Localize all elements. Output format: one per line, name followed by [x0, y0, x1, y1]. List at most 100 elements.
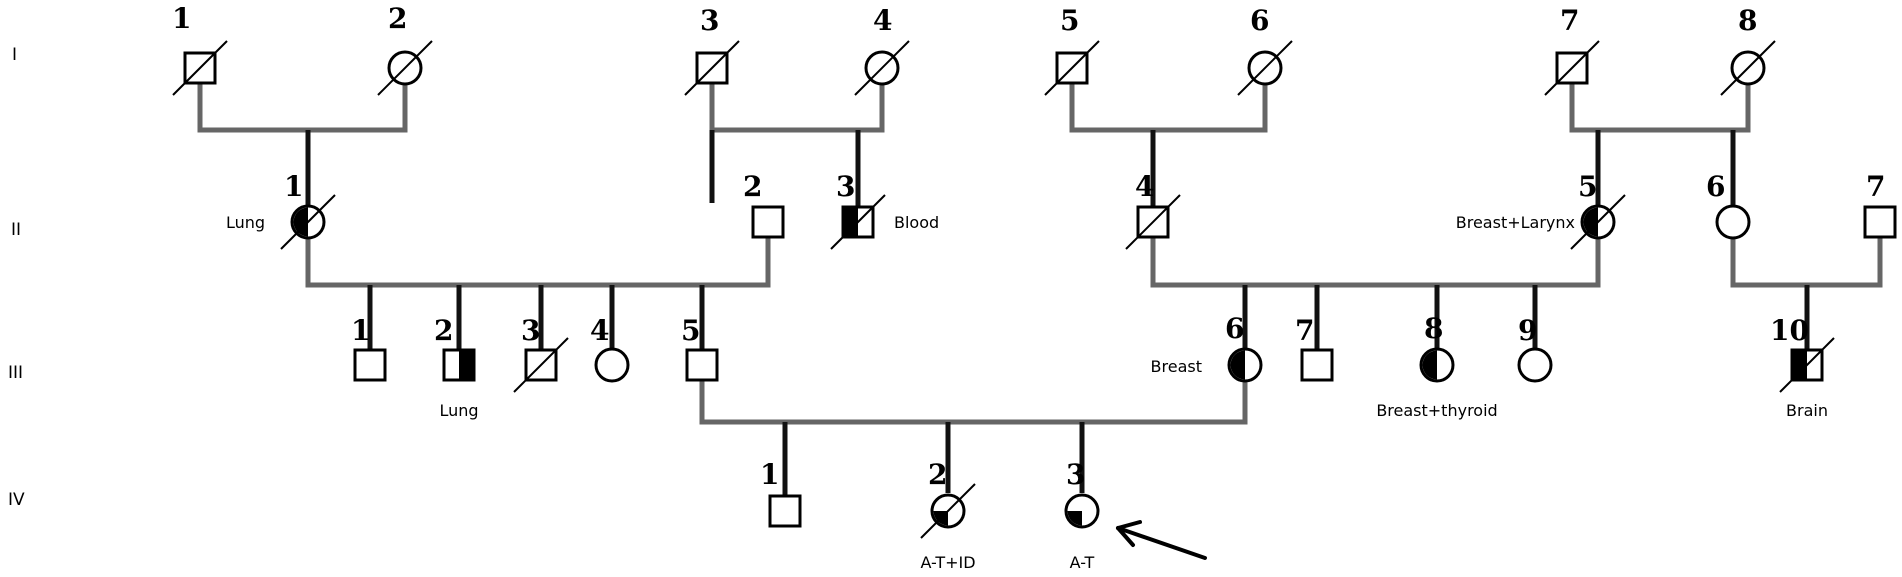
generation-labels: I II III IV: [8, 45, 25, 510]
individual-number: 9: [1518, 314, 1537, 347]
individual-number: 4: [1135, 170, 1154, 203]
descent-lines-i-3-4: [709, 130, 861, 208]
phenotype-label: Blood: [894, 213, 939, 232]
individual-number: 6: [1706, 170, 1725, 203]
individual-i-4: 4: [854, 4, 910, 96]
individual-number: 2: [928, 458, 947, 491]
individual-iii-7: 7: [1295, 314, 1334, 382]
deceased-slash: [830, 194, 886, 250]
individual-number: 8: [1738, 4, 1757, 37]
female-symbol: [1517, 347, 1553, 383]
phenotype-label: Lung: [226, 213, 265, 232]
descent-lines-ii-1-2: [367, 285, 705, 352]
female-symbol: [1715, 204, 1751, 240]
deceased-slash: [280, 194, 336, 250]
individual-number: 8: [1424, 312, 1443, 345]
phenotype-label: Breast+Larynx: [1456, 213, 1575, 232]
descent-lines-ii-4-5: [1242, 285, 1538, 352]
individual-i-6: 6: [1237, 4, 1293, 96]
individual-number: 5: [681, 314, 700, 347]
individual-iv-2: 2A-T+ID: [920, 458, 976, 572]
male-symbol: [353, 348, 387, 382]
individual-number: 6: [1225, 312, 1244, 345]
deceased-slash: [684, 40, 740, 96]
individual-ii-4: 4: [1125, 170, 1181, 250]
affected-fill: [1583, 207, 1598, 237]
deceased-slash: [172, 40, 228, 96]
individual-number: 2: [388, 2, 407, 35]
individual-number: 2: [743, 170, 762, 203]
deceased-slash: [1544, 40, 1600, 96]
individual-i-3: 3: [684, 4, 740, 96]
individual-iii-3: 3: [513, 314, 569, 393]
individual-number: 10: [1770, 314, 1809, 347]
affected-fill: [1230, 350, 1245, 380]
generation-label-iv: IV: [8, 490, 25, 510]
generation-label-i: I: [12, 45, 17, 65]
deceased-slash: [1570, 194, 1626, 250]
generation-label-iii: III: [8, 363, 23, 383]
individual-number: 5: [1578, 170, 1597, 203]
individual-number: 1: [284, 170, 303, 203]
male-symbol: [1863, 205, 1897, 239]
proband-arrow: [1116, 520, 1207, 560]
individual-number: 1: [760, 458, 779, 491]
marriage-line-ii-6-7: [1730, 235, 1883, 288]
individual-number: 4: [590, 314, 609, 347]
deceased-slash: [1044, 40, 1100, 96]
individual-ii-6: 6: [1706, 170, 1751, 240]
phenotype-label: Brain: [1786, 401, 1828, 420]
individual-iii-9: 9: [1517, 314, 1553, 383]
descent-lines-i-7-8: [1595, 130, 1736, 208]
marriage-line-iii-5-6: [699, 377, 1248, 425]
deceased-slash: [1125, 194, 1181, 250]
deceased-slash: [1720, 40, 1776, 96]
deceased-slash: [854, 40, 910, 96]
individual-number: 3: [1066, 458, 1085, 491]
individual-number: 7: [1560, 4, 1579, 37]
individual-number: 3: [521, 314, 540, 347]
individual-i-7: 7: [1544, 4, 1600, 96]
individual-number: 1: [351, 314, 370, 347]
female-symbol: [594, 347, 630, 383]
male-symbol: [685, 348, 719, 382]
male-symbol: [1300, 348, 1334, 382]
deceased-slash: [513, 337, 569, 393]
carrier-fill: [1067, 511, 1082, 526]
generation-label-ii: II: [11, 220, 21, 240]
affected-fill: [844, 208, 858, 236]
affected-fill: [459, 351, 473, 379]
individual-iv-3: 3A-T: [1064, 458, 1100, 572]
individual-number: 4: [873, 4, 892, 37]
individual-number: 5: [1060, 4, 1079, 37]
individual-i-8: 8: [1720, 4, 1776, 96]
deceased-slash: [1237, 40, 1293, 96]
marriage-line-i-3-4: [709, 82, 885, 133]
affected-fill: [1422, 350, 1437, 380]
phenotype-label: Lung: [439, 401, 478, 420]
individual-number: 1: [172, 2, 191, 35]
descent-lines-iii-5-6: [782, 422, 1085, 497]
marriage-line-i-7-8: [1569, 82, 1751, 133]
individual-number: 7: [1295, 314, 1314, 347]
marriage-line-i-5-6: [1069, 82, 1268, 133]
marriage-line-ii-4-5: [1150, 235, 1601, 288]
marriage-line-ii-1-2: [305, 235, 771, 288]
phenotype-label: Breast+thyroid: [1376, 401, 1497, 420]
deceased-slash: [377, 40, 433, 96]
individual-iii-1: 1: [351, 314, 387, 382]
individual-number: 2: [434, 314, 453, 347]
affected-fill: [293, 207, 308, 237]
individual-number: 3: [700, 4, 719, 37]
individual-iii-4: 4: [590, 314, 630, 383]
phenotype-label: A-T: [1070, 553, 1095, 572]
male-symbol: [751, 205, 785, 239]
